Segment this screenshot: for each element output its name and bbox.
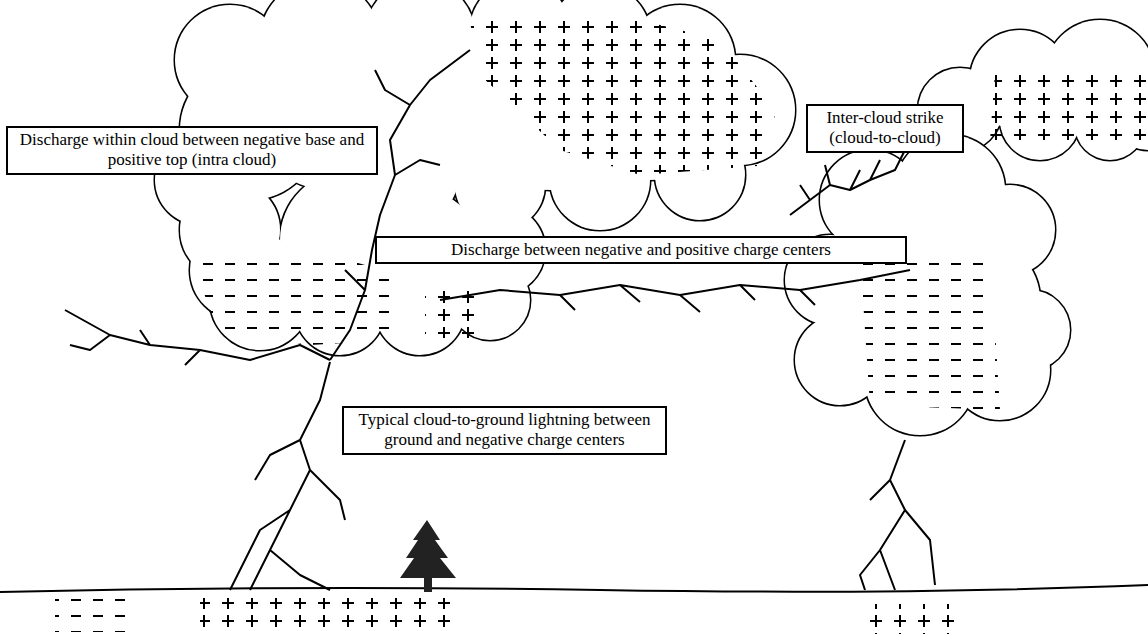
- ground-line: [0, 585, 1148, 592]
- cloud-outlines: [155, 0, 1148, 435]
- label-text: Discharge between negative and positive …: [383, 240, 899, 260]
- charge-signs: [55, 15, 1146, 634]
- label-box: Inter-cloud strike (cloud-to-cloud): [806, 104, 964, 153]
- tree: [400, 520, 456, 592]
- label-text: Typical cloud-to-ground lightning betwee…: [350, 410, 659, 451]
- label-text: Inter-cloud strike (cloud-to-cloud): [814, 108, 956, 149]
- label-text: Discharge within cloud between negative …: [14, 130, 370, 171]
- label-box: Discharge within cloud between negative …: [6, 126, 378, 175]
- label-box: Typical cloud-to-ground lightning betwee…: [342, 406, 667, 455]
- label-box: Discharge between negative and positive …: [375, 236, 907, 264]
